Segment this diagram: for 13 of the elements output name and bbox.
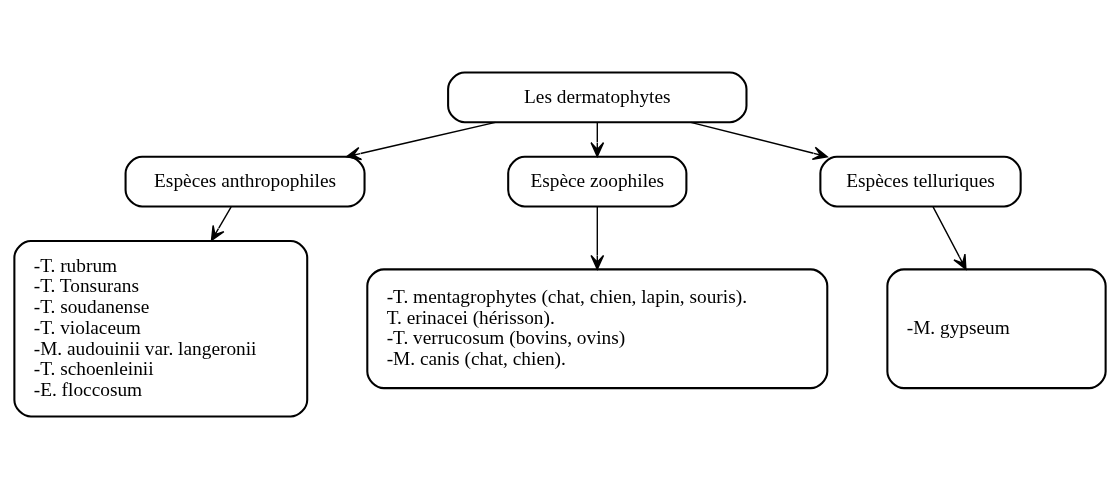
- arrow: [590, 121, 605, 158]
- node-box: -T. mentagrophytes (chat, chien, lapin, souris). T. erinacei (hérisson). -T. verrucosum (bovins, ovins) -M. canis (chat, chien).: [366, 268, 829, 390]
- arrow: [690, 121, 828, 161]
- node-box: Espèces telluriques: [819, 155, 1022, 208]
- node-box: Espèce zoophiles: [507, 155, 688, 208]
- node-box: Les dermatophytes: [447, 71, 748, 124]
- node-box: -T. rubrum -T. Tonsurans -T. soudanense -T. violaceum -M. audouinii var. langeronii -T. schoenleinii -E. floccosum: [13, 240, 309, 418]
- arrow: [590, 206, 605, 270]
- node-box: -M. gypseum: [886, 268, 1107, 390]
- node-box: Espèces anthropophiles: [124, 155, 366, 208]
- arrow: [932, 206, 967, 270]
- arrow: [346, 121, 497, 161]
- arrow: [210, 206, 232, 242]
